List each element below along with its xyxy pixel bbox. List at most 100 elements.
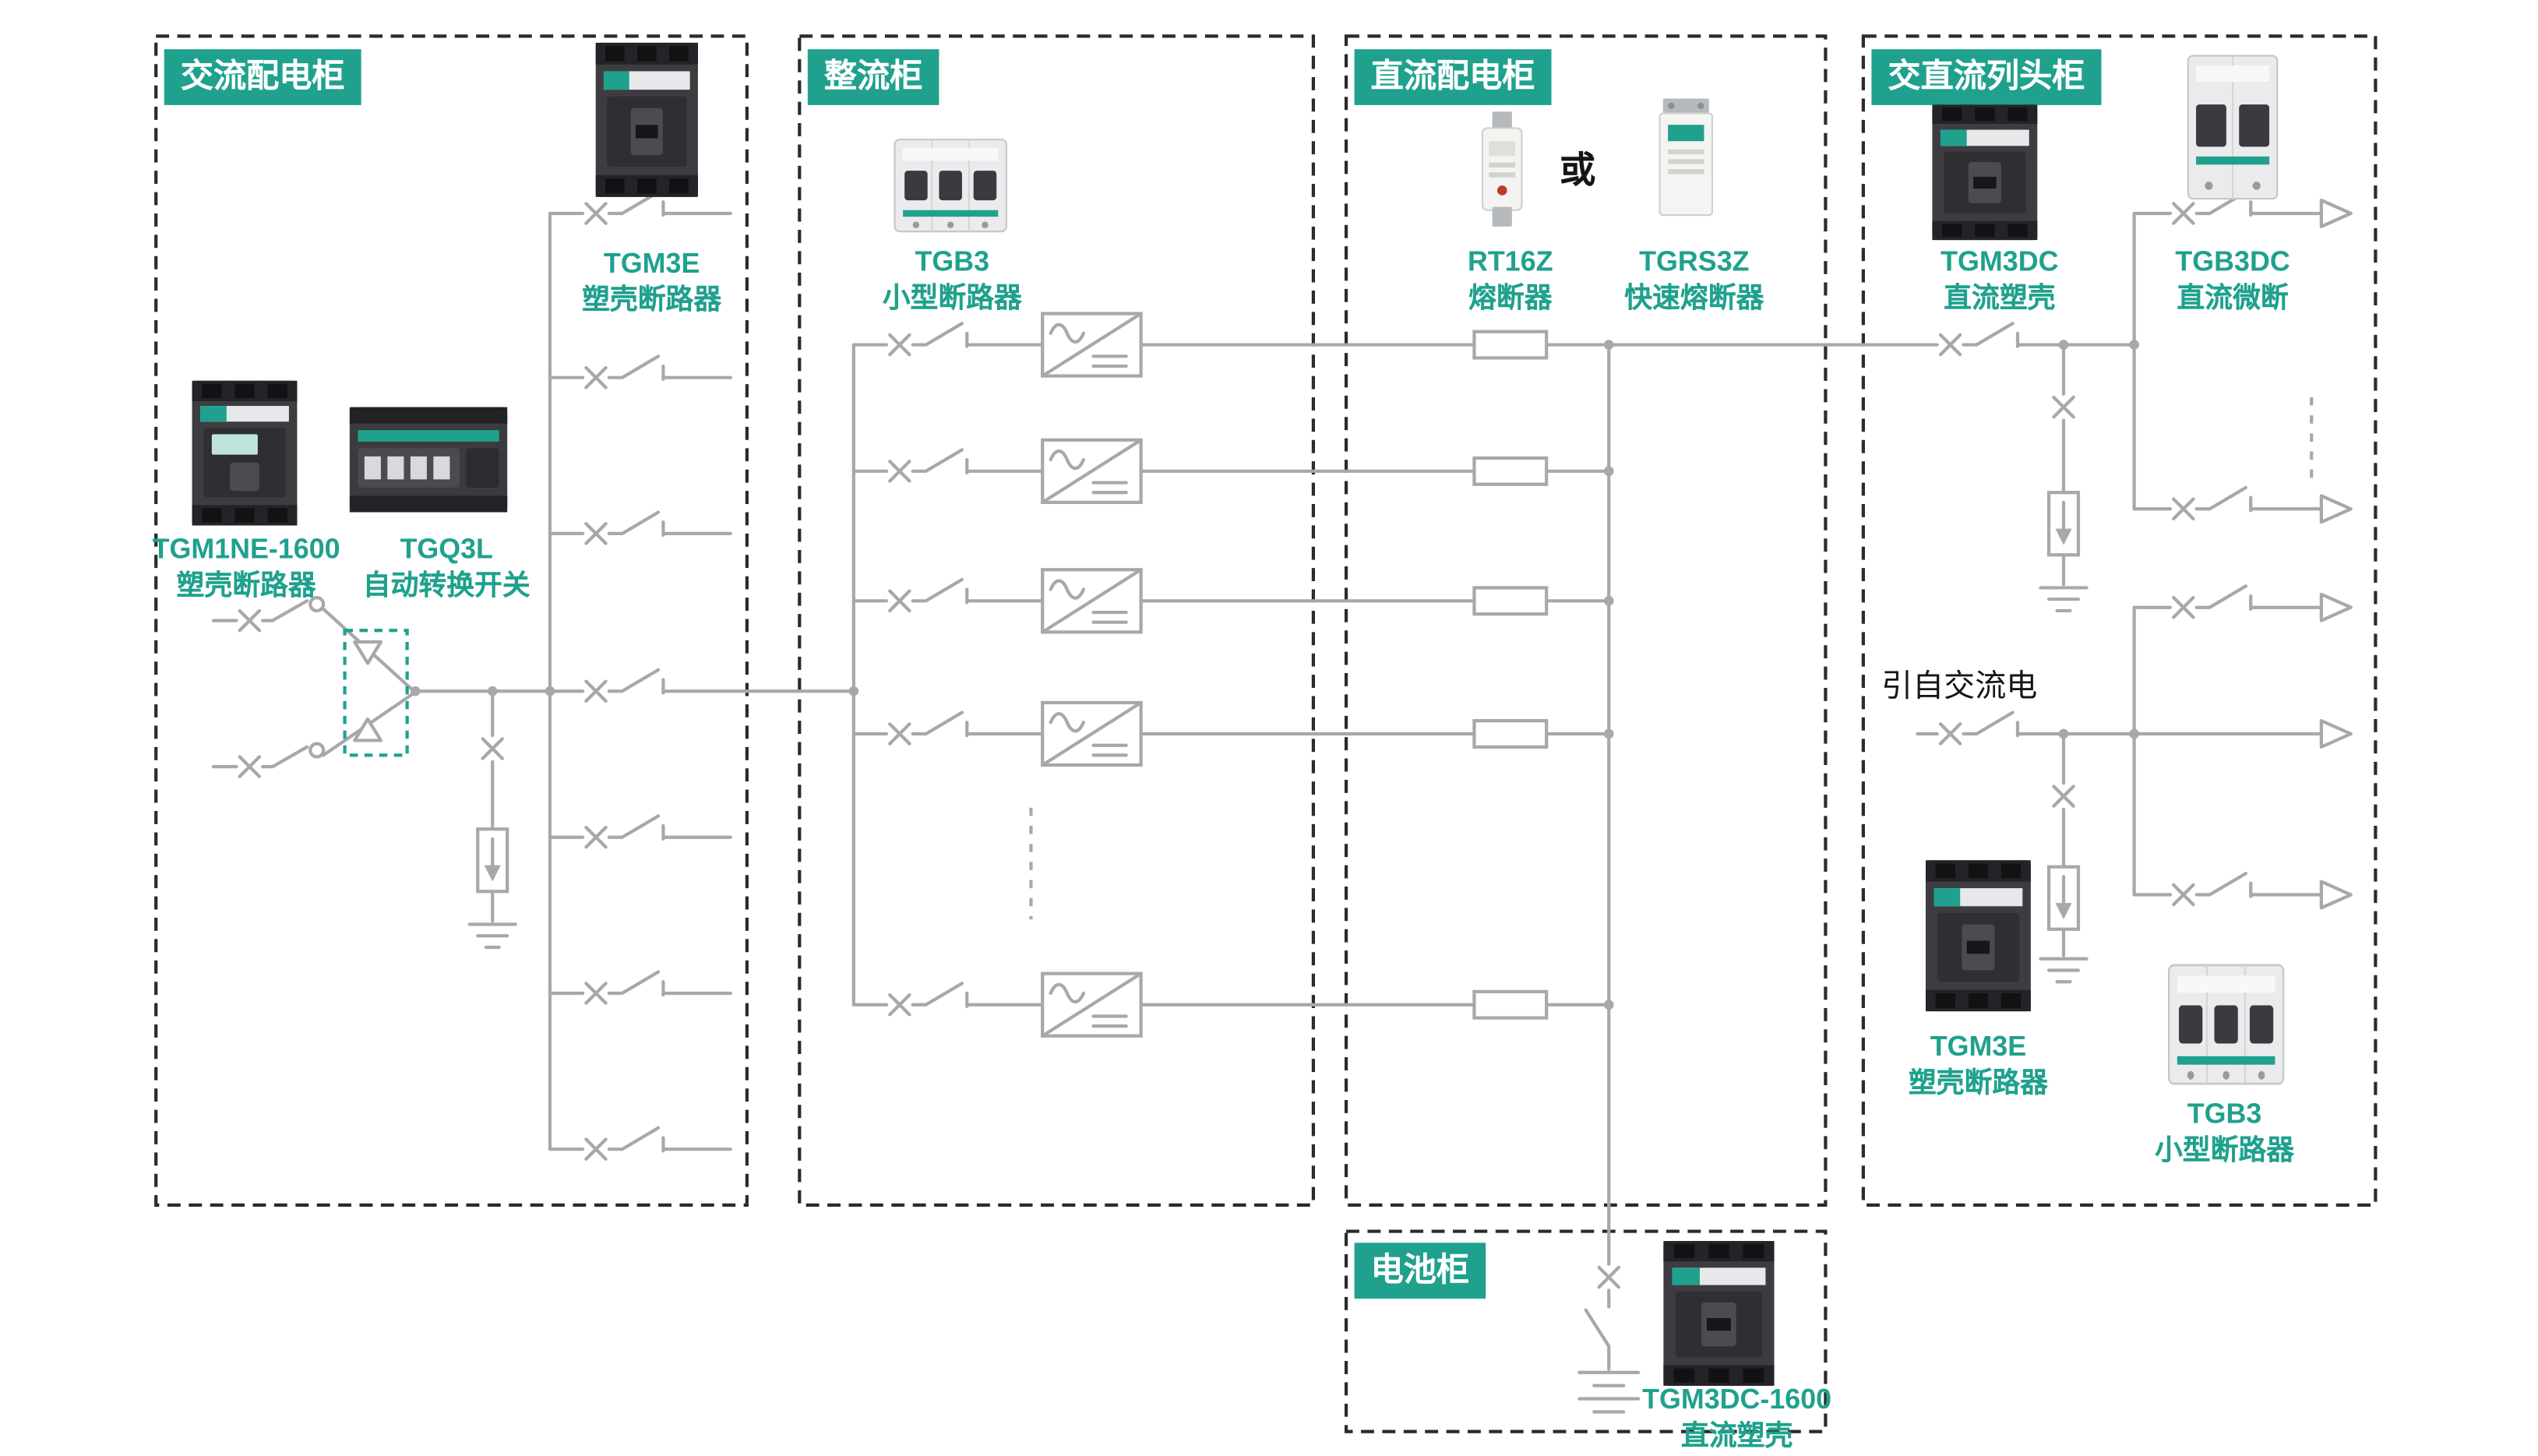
spd-arrow-icon <box>2055 903 2072 920</box>
ac-load-branch <box>2132 872 2353 910</box>
dc-incomer-branch <box>1938 322 2136 357</box>
spd-arrow-icon <box>484 865 501 882</box>
from-ac-annotation: 引自交流电 <box>1881 669 2038 705</box>
spd-arrow-icon <box>2055 528 2072 545</box>
or-annotation: 或 <box>1560 149 1596 191</box>
ground-symbol <box>467 890 517 950</box>
ac-feeder-branch <box>548 354 732 390</box>
tgb3-row-product-image <box>2164 959 2289 1091</box>
product-model: TGM3DC <box>1941 246 2059 278</box>
battery-circuit <box>1577 1265 1641 1414</box>
product-desc: 塑壳断路器 <box>1908 1067 2048 1099</box>
tgm3dc-product-image <box>1924 102 2046 243</box>
product-label-tgm3dc: TGM3DC 直流塑壳 <box>1898 245 2101 319</box>
rectifier-feed-row <box>851 312 1939 378</box>
product-label-tgrs3z: TGRS3Z 快速熔断器 <box>1595 245 1792 319</box>
cabinet-badge-rectifier: 整流柜 <box>807 49 939 105</box>
cabinet-badge-row-head: 交直流列头柜 <box>1871 49 2102 105</box>
rectifier-feed-row <box>851 438 1611 504</box>
product-desc: 自动转换开关 <box>362 570 531 602</box>
product-desc: 直流塑壳 <box>1944 283 2056 315</box>
product-model: TGB3 <box>2187 1098 2262 1130</box>
ats-symbol <box>343 629 409 757</box>
product-model: RT16Z <box>1468 246 1553 278</box>
load-arrow-icon <box>2319 592 2353 622</box>
ac-spd-ground-assembly <box>2039 732 2089 984</box>
ac-feeder-branch <box>548 1126 732 1161</box>
product-label-tgm3dc-1600: TGM3DC-1600 直流塑壳 <box>1630 1382 1844 1456</box>
ac-feeder-branch <box>548 190 732 225</box>
contact-circle-icon <box>308 595 326 613</box>
rectifier-dc-circuit <box>848 312 1939 1266</box>
product-desc: 塑壳断路器 <box>176 570 316 602</box>
rectifier-feed-row <box>851 700 1611 767</box>
spd-ground-assembly <box>467 689 517 950</box>
cabinet-badge-ac-distribution: 交流配电柜 <box>164 49 361 105</box>
product-label-tgm3e-ac: TGM3E 塑壳断路器 <box>537 246 767 320</box>
rectifier-feed-row <box>851 568 1611 634</box>
incoming-supply-line-2 <box>211 693 414 778</box>
cabinet-badge-dc-distribution: 直流配电柜 <box>1354 49 1552 105</box>
incoming-supply-line-1 <box>211 595 414 692</box>
tgb3dc-product-image <box>2180 49 2286 205</box>
tgm3e-ac-product-image <box>587 40 706 201</box>
ac-load-branch <box>2132 584 2353 622</box>
product-label-tgb3dc: TGB3DC 直流微断 <box>2139 245 2326 319</box>
product-desc: 快速熔断器 <box>1624 283 1764 315</box>
product-desc: 小型断路器 <box>882 283 1022 315</box>
product-desc: 小型断路器 <box>2154 1135 2295 1167</box>
cabinet-border-row-head <box>1861 34 2378 1207</box>
cabinet-border-dc-distribution <box>1344 34 1828 1207</box>
rectifier-feed-row <box>851 971 1611 1038</box>
product-model: TGM3E <box>1930 1031 2027 1063</box>
ac-feeder-branch <box>548 970 732 1005</box>
ac-main-feed-to-rectifier <box>414 668 855 703</box>
tgrs3z-product-image <box>1650 95 1722 223</box>
fuse-symbol <box>1472 456 1549 486</box>
battery-symbol <box>1577 1370 1641 1414</box>
load-arrow-icon <box>2319 198 2353 228</box>
product-desc: 塑壳断路器 <box>582 284 722 316</box>
contact-circle-icon <box>308 742 326 759</box>
load-arrow-icon <box>2319 494 2353 524</box>
row-head-circuit <box>1916 190 2353 984</box>
product-model: TGB3 <box>915 246 990 278</box>
fuse-symbol <box>1472 719 1549 749</box>
dc-load-branch <box>2132 190 2353 228</box>
product-label-tgm1ne-1600: TGM1NE-1600 塑壳断路器 <box>141 532 351 606</box>
product-desc: 熔断器 <box>1468 283 1553 315</box>
product-model: TGB3DC <box>2175 246 2290 278</box>
ac-cabinet-circuit <box>211 190 855 1161</box>
product-model: TGM3E <box>603 248 700 280</box>
ac-feeder-branch <box>548 510 732 545</box>
load-arrow-icon <box>2319 719 2353 749</box>
battery-breaker-branch <box>1584 1265 1621 1371</box>
tgm3e-row-product-image <box>1917 857 2039 1014</box>
ground-symbol <box>2039 553 2089 613</box>
product-desc: 直流微断 <box>2177 283 2289 315</box>
dc-spd-ground-assembly <box>2039 343 2089 613</box>
tgq3l-product-image <box>347 394 511 526</box>
ground-symbol <box>2039 927 2089 984</box>
cabinet-border-battery <box>1344 1229 1828 1433</box>
product-label-tgb3: TGB3 小型断路器 <box>845 245 1059 319</box>
ac-incomer-branch <box>1916 710 2353 749</box>
product-model: TGM3DC-1600 <box>1642 1384 1832 1415</box>
fuse-symbol <box>1472 330 1549 360</box>
dc-load-branch <box>2132 485 2353 524</box>
product-label-rt16z: RT16Z 熔断器 <box>1425 245 1595 319</box>
ac-feeder-branch <box>548 814 732 849</box>
fuse-symbol <box>1472 586 1549 616</box>
product-label-tgb3-row: TGB3 小型断路器 <box>2123 1097 2326 1171</box>
cabinet-border-rectifier <box>798 34 1316 1207</box>
product-model: TGQ3L <box>400 533 493 565</box>
product-desc: 直流塑壳 <box>1680 1420 1793 1452</box>
product-model: TGRS3Z <box>1639 246 1750 278</box>
cabinet-border-ac-distribution <box>154 34 749 1207</box>
tgm1ne-1600-product-image <box>184 378 305 529</box>
product-model: TGM1NE-1600 <box>152 533 340 565</box>
tgb3-product-image <box>890 135 1011 237</box>
load-arrow-icon <box>2319 880 2353 910</box>
